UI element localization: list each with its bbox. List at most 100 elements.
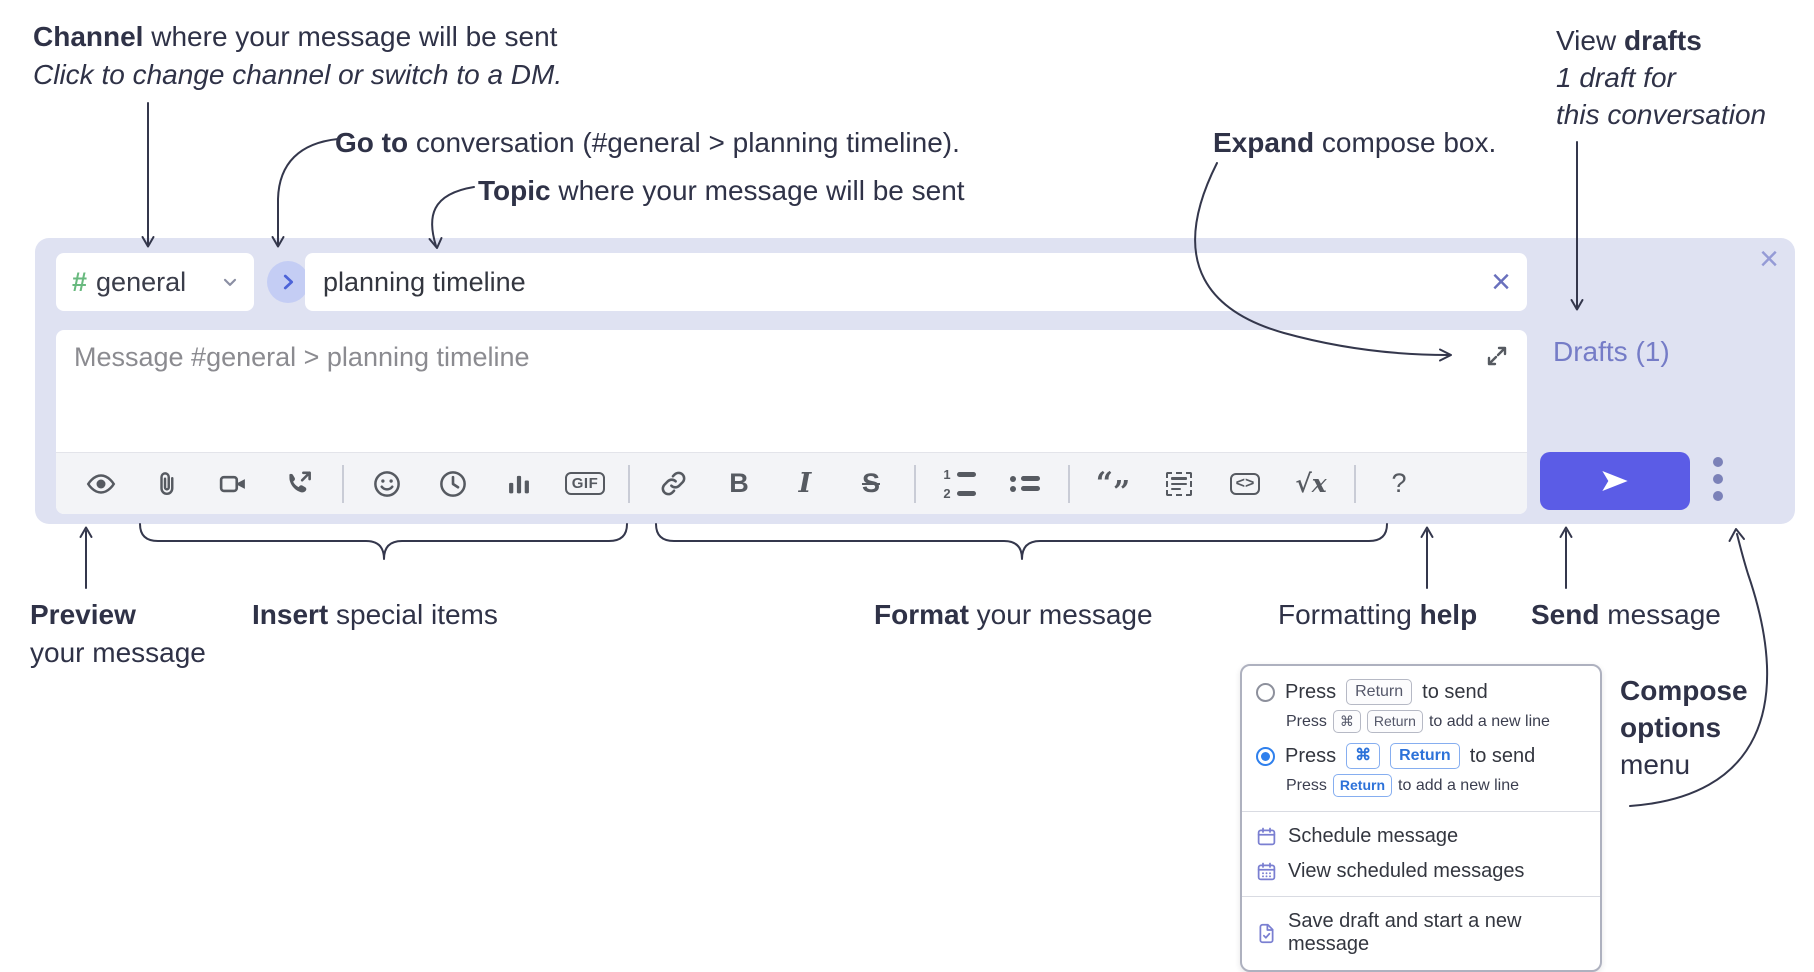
option-subtext: to add a new line [1398, 776, 1520, 794]
spoiler-icon[interactable] [1148, 461, 1210, 507]
poll-icon[interactable] [488, 461, 550, 507]
topic-input[interactable]: planning timeline × [305, 253, 1527, 311]
schedule-message-item[interactable]: Schedule message [1242, 819, 1600, 854]
help-glyph: ? [1391, 468, 1407, 498]
annotation-formatting-help: Formatting help [1278, 596, 1477, 634]
topic-value: planning timeline [323, 266, 526, 297]
cmd-enter-sends-subtext: Press Return to add a new line [1242, 772, 1600, 804]
compose-options-menu-icon[interactable] [1713, 457, 1723, 501]
math-icon[interactable]: √x [1280, 461, 1342, 507]
annotation-channel: Channel where your message will be sent … [33, 18, 562, 94]
enter-sends-option[interactable]: Press Return to send [1242, 676, 1600, 708]
annotation-view-drafts-line3: this conversation [1556, 99, 1767, 130]
arrowhead [79, 526, 93, 538]
channel-selector[interactable]: # general [56, 253, 254, 311]
code-glyph: <> [1229, 472, 1261, 495]
annotation-topic-bold: Topic [478, 175, 551, 206]
annotation-channel-bold: Channel [33, 21, 144, 52]
toolbar-divider [628, 464, 630, 503]
scheduled-messages-icon [1257, 862, 1276, 881]
message-input[interactable]: Message #general > planning timeline [74, 342, 530, 372]
toolbar-divider [914, 464, 916, 503]
option-text: to send [1469, 744, 1536, 767]
annotation-goto-bold: Go to [335, 127, 409, 158]
option-subtext: to add a new line [1428, 712, 1550, 730]
send-icon [1602, 471, 1628, 491]
radio-enter-sends[interactable] [1256, 682, 1275, 702]
bulleted-list-icon[interactable] [994, 461, 1056, 507]
annotation-goto-rest: conversation (#general > planning timeli… [408, 127, 960, 158]
menu-item-label: Save draft and start a new message [1288, 910, 1522, 955]
annotation-format-bold: Format [874, 599, 969, 630]
bold-icon[interactable]: B [708, 461, 770, 507]
menu-item-label: Schedule message [1288, 825, 1459, 847]
annotation-preview-line2: your message [30, 637, 206, 668]
option-text: Press [1285, 680, 1337, 703]
link-icon[interactable] [642, 461, 704, 507]
arrowhead [1559, 526, 1573, 538]
annotation-view-drafts-line2: 1 draft for [1556, 62, 1676, 93]
toolbar-divider [342, 464, 344, 503]
close-compose-icon[interactable]: × [1759, 240, 1779, 278]
quote-close-glyph: ” [1113, 474, 1131, 510]
video-call-icon[interactable] [202, 461, 264, 507]
cmd-enter-sends-option[interactable]: Press ⌘ Return to send [1242, 740, 1600, 772]
audio-call-icon[interactable] [268, 461, 330, 507]
gif-icon[interactable]: GIF [554, 461, 616, 507]
annotation-formatting-bold: help [1419, 599, 1478, 630]
save-draft-icon [1259, 923, 1274, 943]
annotation-channel-line2: Click to change channel or switch to a D… [33, 59, 563, 90]
expand-compose-icon[interactable] [1485, 344, 1509, 373]
option-subtext: Press [1286, 712, 1327, 730]
numbered-list-icon[interactable]: 1 2 [928, 461, 990, 507]
annotation-view-drafts-pre: View [1556, 25, 1624, 56]
formatting-help-icon[interactable]: ? [1368, 461, 1430, 507]
emoji-icon[interactable] [356, 461, 418, 507]
arrowhead [1728, 528, 1745, 542]
view-scheduled-messages-item[interactable]: View scheduled messages [1242, 854, 1600, 889]
attach-file-icon[interactable] [136, 461, 198, 507]
send-button[interactable] [1540, 452, 1690, 510]
annotation-view-drafts-bold: drafts [1623, 25, 1702, 56]
save-draft-item[interactable]: Save draft and start a new message [1242, 904, 1600, 964]
code-icon[interactable]: <> [1214, 461, 1276, 507]
return-key: Return [1346, 679, 1413, 705]
compose-options-popup: Press Return to send Press ⌘ Return to a… [1240, 664, 1602, 972]
quote-icon[interactable]: “” [1082, 461, 1144, 507]
annotation-insert-bold: Insert [252, 599, 329, 630]
compose-box: × # general planning timeline × Drafts (… [35, 238, 1795, 524]
schedule-calendar-icon [1257, 827, 1276, 846]
annotation-view-drafts: View drafts 1 draft for this conversatio… [1556, 22, 1766, 133]
annotation-send: Send message [1531, 596, 1721, 634]
annotation-expand-bold: Expand [1213, 127, 1315, 158]
strike-glyph: S [861, 468, 880, 498]
annotation-expand-rest: compose box. [1314, 127, 1497, 158]
insert-brace [139, 523, 628, 560]
time-icon[interactable] [422, 461, 484, 507]
annotation-send-bold: Send [1531, 599, 1600, 630]
annotation-compose-options-l2: options [1620, 712, 1722, 743]
gif-label: GIF [564, 472, 606, 495]
annotation-goto: Go to conversation (#general > planning … [335, 124, 960, 162]
annotation-formatting-pre: Formatting [1278, 599, 1420, 630]
toolbar-divider [1068, 464, 1070, 503]
return-key: Return [1390, 743, 1460, 769]
drafts-link[interactable]: Drafts (1) [1553, 336, 1670, 367]
go-to-conversation-button[interactable] [267, 261, 309, 303]
arrowhead [1420, 526, 1434, 538]
clear-topic-icon[interactable]: × [1491, 263, 1511, 301]
radio-cmd-enter-sends[interactable] [1256, 746, 1275, 766]
option-text: to send [1422, 680, 1488, 703]
ol-digit-2: 2 [943, 485, 951, 501]
chevron-down-icon [223, 278, 237, 286]
strikethrough-icon[interactable]: S [840, 461, 902, 507]
italic-icon[interactable]: I [774, 461, 836, 507]
annotation-topic-rest: where your message will be sent [550, 175, 965, 206]
preview-icon[interactable] [70, 461, 132, 507]
return-key: Return [1332, 774, 1393, 797]
quote-open-glyph: “ [1095, 465, 1113, 501]
annotation-format: Format your message [874, 596, 1153, 634]
annotation-expand: Expand compose box. [1213, 124, 1496, 162]
return-key: Return [1366, 710, 1423, 733]
ol-digit-1: 1 [943, 466, 951, 482]
